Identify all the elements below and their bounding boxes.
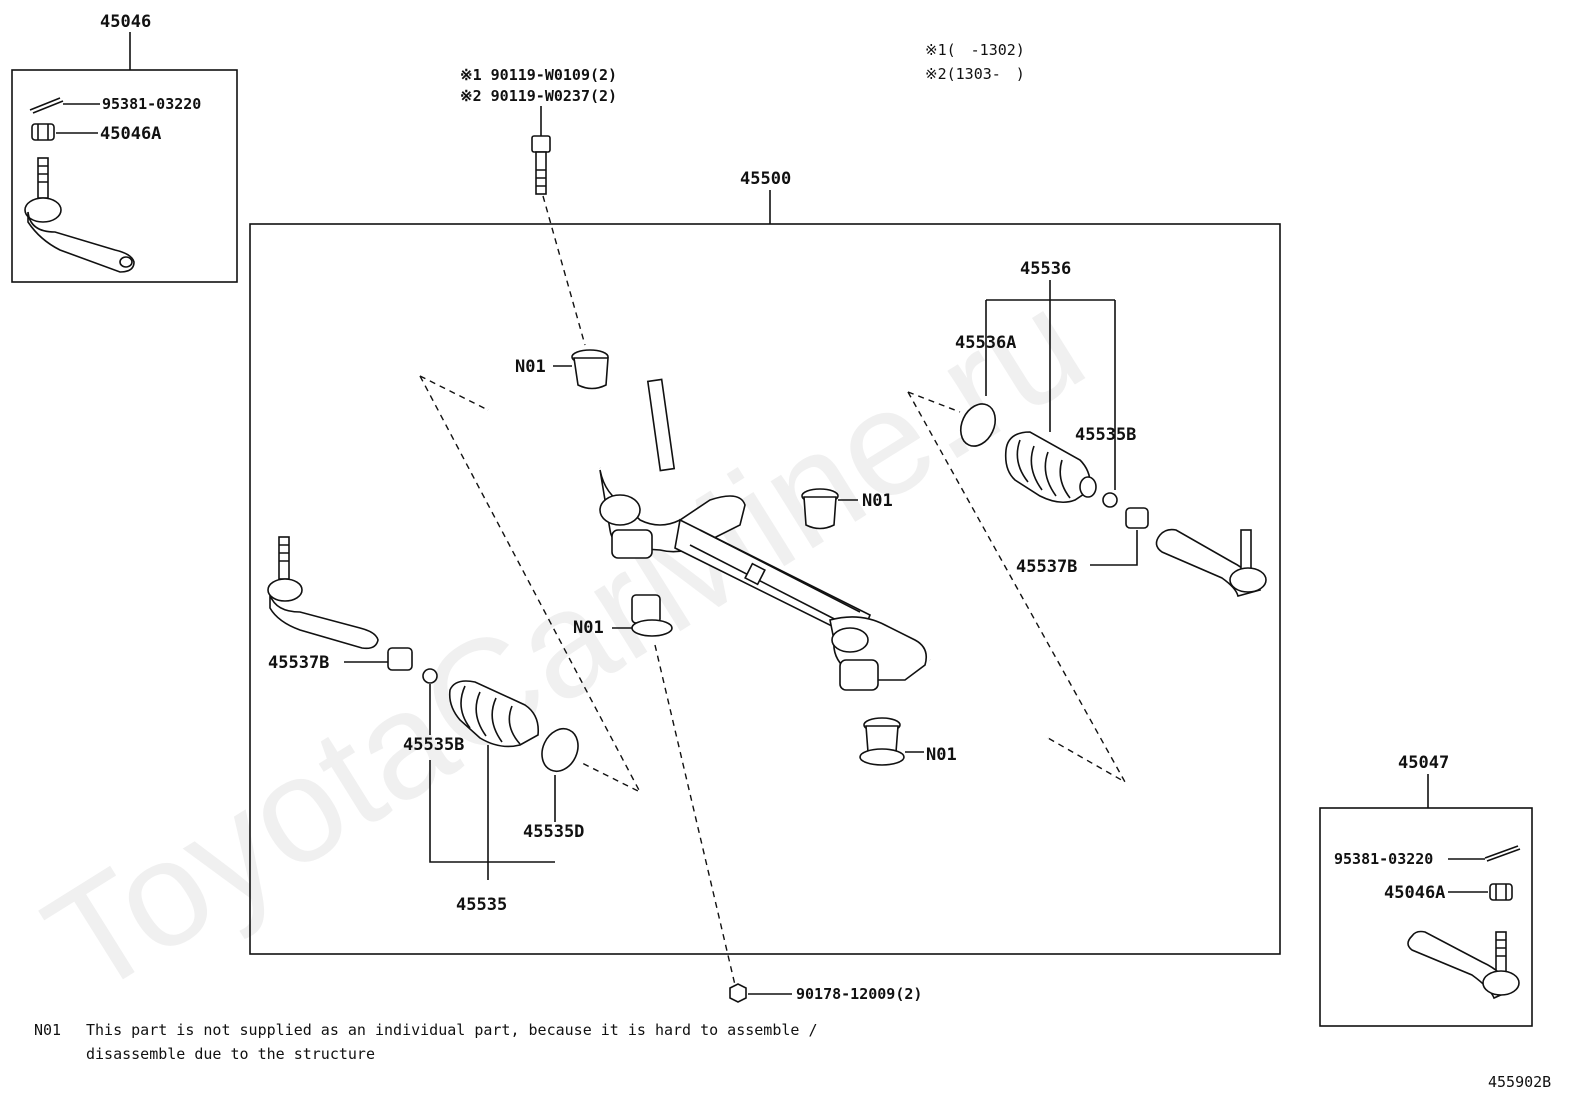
l-band-label[interactable]: 45535D: [523, 822, 584, 842]
bottom-nut-label[interactable]: 90178-12009(2): [796, 985, 922, 1003]
steering-rack-icon: [486, 378, 1050, 741]
tie-rod-end-icon: [24, 157, 135, 273]
bushing-top[interactable]: N01: [515, 349, 609, 390]
right-pin-label[interactable]: 95381-03220: [1334, 850, 1433, 868]
n01-right-label[interactable]: N01: [862, 491, 893, 511]
cotter-pin-icon: [29, 97, 64, 114]
left-pin-label[interactable]: 95381-03220: [102, 95, 201, 113]
r-band-label[interactable]: 45536A: [955, 333, 1016, 353]
diagram-code: 455902B: [1488, 1073, 1551, 1091]
l-boot-kit-label[interactable]: 45535: [456, 895, 507, 915]
tie-rod-end-icon: [1407, 930, 1520, 1000]
footnote-code: N01: [34, 1021, 61, 1039]
left-box-title: 45046: [100, 12, 151, 32]
right-tie-rod-end-group: 45047 95381-03220 45046A: [1319, 753, 1533, 1027]
l-tie-rod-end-icon: [267, 536, 379, 650]
left-tie-rod-end-group: 45046 95381-03220 45046A: [11, 12, 238, 283]
bolt-label-1[interactable]: ※1 90119-W0109(2): [460, 66, 617, 84]
footnote-line-1: This part is not supplied as an individu…: [86, 1021, 818, 1039]
r-band-icon: [959, 403, 997, 447]
footnote-line-2: disassemble due to the structure: [86, 1045, 375, 1063]
r-boot-kit-label[interactable]: 45536: [1020, 259, 1071, 279]
l-clip-icon: [422, 668, 438, 684]
left-nut-label[interactable]: 45046A: [100, 124, 161, 144]
cotter-pin-icon: [1484, 845, 1521, 862]
n01-bottom-label[interactable]: N01: [926, 745, 957, 765]
watermark: ToyotaCarMine.ru: [18, 257, 1111, 1027]
r-clip-label[interactable]: 45535B: [1075, 425, 1136, 445]
variant-note-2: ※2(1303- ): [925, 65, 1025, 83]
bolt-icon: [531, 135, 551, 195]
l-clip-label[interactable]: 45535B: [403, 735, 464, 755]
l-nut-label[interactable]: 45537B: [268, 653, 329, 673]
r-clip-icon: [1102, 492, 1118, 508]
bolt-label-2[interactable]: ※2 90119-W0237(2): [460, 87, 617, 105]
l-band-icon: [541, 728, 579, 772]
hex-nut-icon: [729, 983, 747, 1003]
r-boot-icon: [1004, 431, 1097, 504]
bushing-bottom[interactable]: N01: [859, 717, 957, 766]
l-nut-icon: [387, 647, 413, 671]
assembly-frame: [249, 223, 1281, 955]
castle-nut-icon: [31, 123, 55, 141]
assembly-label[interactable]: 45500: [740, 169, 791, 189]
variant-note-1: ※1( -1302): [925, 41, 1025, 59]
right-box-title: 45047: [1398, 753, 1449, 773]
r-nut-label[interactable]: 45537B: [1016, 557, 1077, 577]
n01-mid-label[interactable]: N01: [573, 618, 604, 638]
n01-top-label[interactable]: N01: [515, 357, 546, 377]
right-nut-label[interactable]: 45046A: [1384, 883, 1445, 903]
r-tie-rod-end-icon: [1155, 528, 1267, 597]
bushing-right[interactable]: N01: [801, 488, 893, 530]
castle-nut-icon: [1489, 883, 1513, 901]
l-boot-icon: [448, 680, 540, 748]
bushing-middle[interactable]: N01: [573, 594, 673, 638]
r-nut-icon: [1125, 507, 1149, 529]
